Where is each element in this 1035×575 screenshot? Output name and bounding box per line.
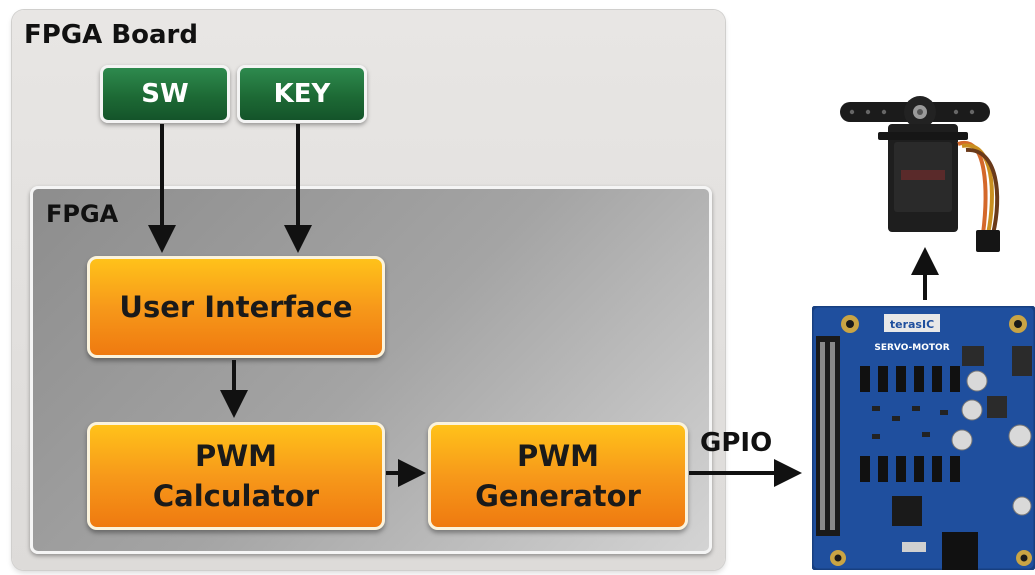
servo-motor-board-image: terasIC SERVO-MOTOR [812,306,1035,570]
pwm-calculator-block: PWM Calculator [87,422,385,530]
pwm-generator-line2: Generator [475,479,641,513]
key-label: KEY [273,79,331,109]
pcb-brand-text: terasIC [890,318,934,331]
sw-input-block: SW [100,65,230,123]
user-interface-block: User Interface [87,256,385,358]
pwm-generator-line1: PWM [516,439,600,473]
servo-motor-image [840,96,1000,252]
pcb-name-text: SERVO-MOTOR [874,343,949,353]
pwm-generator-block: PWM Generator [428,422,688,530]
key-input-block: KEY [237,65,367,123]
gpio-label: GPIO [700,428,773,458]
pwm-calculator-line2: Calculator [152,479,320,513]
pwm-calculator-line1: PWM [194,439,278,473]
sw-label: SW [141,79,189,109]
fpga-board-label: FPGA Board [24,20,198,50]
fpga-label: FPGA [46,200,119,228]
user-interface-label: User Interface [119,290,353,324]
